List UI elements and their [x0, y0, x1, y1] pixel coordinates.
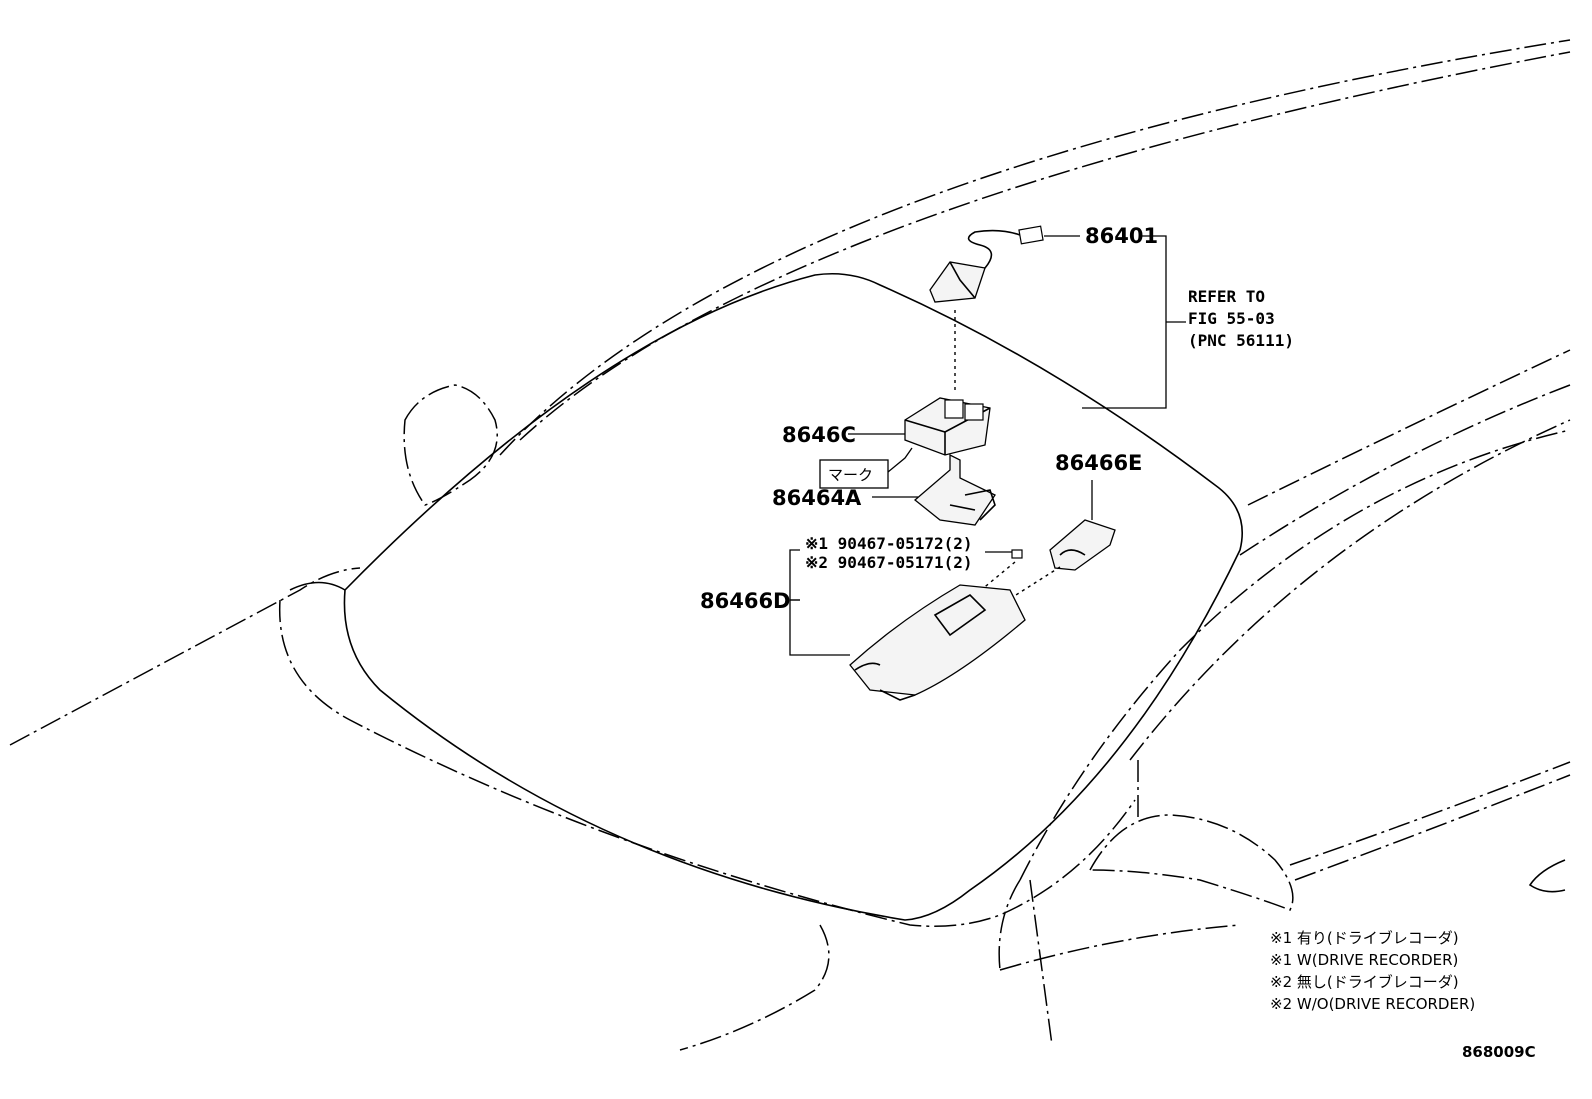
cover-part-86466E — [1049, 519, 1116, 571]
refer-line3: (PNC 56111) — [1188, 331, 1294, 350]
screw-part — [1011, 549, 1023, 559]
label-mark: マーク — [828, 466, 873, 484]
bracket-86466D-top — [789, 549, 800, 601]
lower-cover-part-86466D — [849, 584, 1026, 701]
bracket-86466D — [789, 599, 850, 656]
refer-bracket — [1082, 235, 1167, 409]
leader-mark — [887, 447, 913, 473]
refer-line2: FIG 55-03 — [1188, 309, 1275, 328]
legend-item: ※2 無し(ドライブレコーダ) — [1270, 973, 1459, 991]
windshield-outline — [343, 272, 1244, 921]
label-86464A: 86464A — [772, 486, 862, 510]
camera-module-part-8646C — [904, 397, 991, 456]
legend: ※1 有り(ドライブレコーダ) ※1 W(DRIVE RECORDER) ※2 … — [1270, 929, 1475, 1013]
label-bolt2: ※2 90467-05171(2) — [805, 553, 973, 572]
figure-code: 868009C — [1462, 1043, 1536, 1061]
rain-sensor-part-86401 — [929, 225, 1080, 303]
mark-label-box — [819, 459, 889, 489]
windshield-cowl-edge — [289, 581, 346, 591]
bracket-part-86464A — [913, 453, 996, 526]
label-86401: 86401 — [1085, 224, 1158, 248]
legend-item: ※1 W(DRIVE RECORDER) — [1270, 951, 1458, 969]
legend-item: ※2 W/O(DRIVE RECORDER) — [1270, 995, 1475, 1013]
car-body-outline — [9, 39, 1571, 1051]
legend-item: ※1 有り(ドライブレコーダ) — [1270, 929, 1459, 947]
label-8646C: 8646C — [782, 423, 856, 447]
label-86466D: 86466D — [700, 589, 791, 613]
label-bolt1: ※1 90467-05172(2) — [805, 534, 973, 553]
refer-line1: REFER TO — [1188, 287, 1265, 306]
label-86466E: 86466E — [1055, 451, 1142, 475]
